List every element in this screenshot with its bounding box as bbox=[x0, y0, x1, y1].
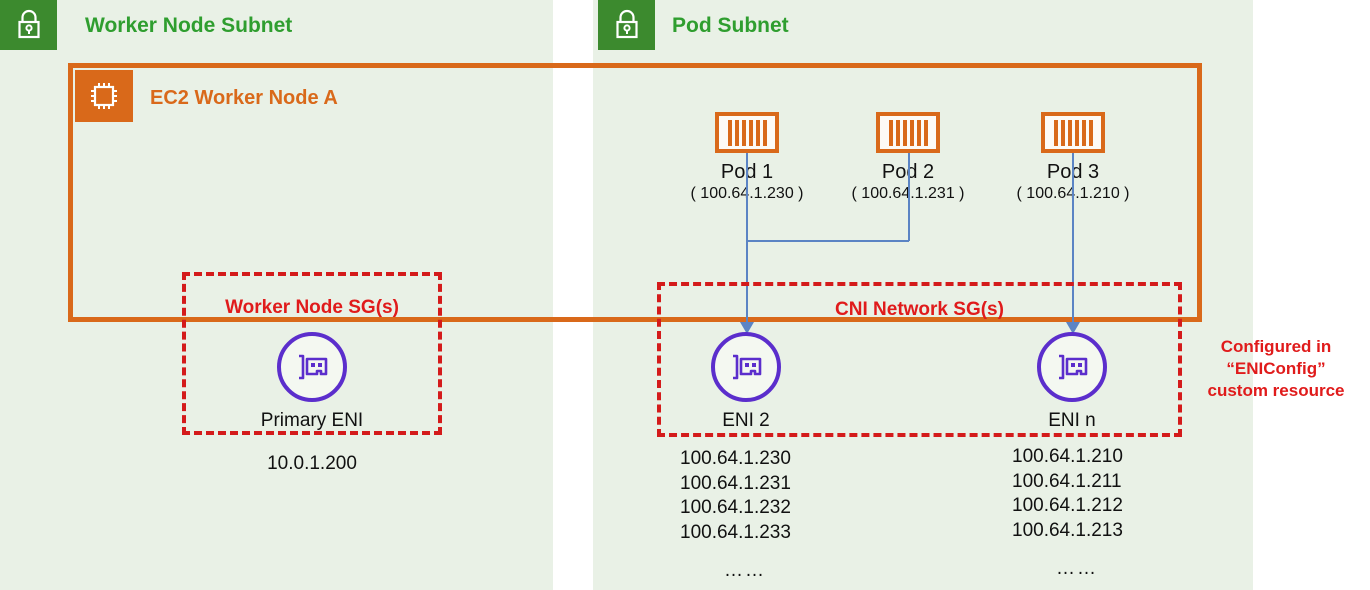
network-interface-icon bbox=[1037, 332, 1107, 402]
cni-network-security-group-boundary bbox=[657, 282, 1182, 437]
pod-bar bbox=[916, 119, 921, 146]
pod-bar bbox=[762, 119, 767, 146]
pod-bar bbox=[1074, 119, 1079, 146]
pod-bar bbox=[734, 119, 739, 146]
ip-address: 100.64.1.212 bbox=[1012, 495, 1123, 516]
pod-bar bbox=[902, 119, 907, 146]
pod-bar bbox=[1067, 119, 1072, 146]
ip-address: 10.0.1.200 bbox=[267, 453, 357, 474]
pod-container-icon bbox=[715, 112, 779, 153]
ec2-worker-node-boundary bbox=[68, 63, 1202, 322]
worker-node-security-group-boundary bbox=[182, 272, 442, 435]
cpu-chip-icon bbox=[75, 70, 133, 122]
network-interface-icon bbox=[277, 332, 347, 402]
ip-address: 100.64.1.231 bbox=[680, 472, 791, 494]
pod-bar bbox=[1053, 119, 1058, 146]
pod-bar bbox=[888, 119, 893, 146]
arrow-head-eni-2 bbox=[740, 322, 754, 334]
eni-n-name: ENI n bbox=[1048, 410, 1096, 431]
eniconfig-annotation-line-2: “ENIConfig” bbox=[1226, 359, 1326, 379]
pod-bar bbox=[727, 119, 732, 146]
pod-container-icon bbox=[1041, 112, 1105, 153]
pod-bar bbox=[755, 119, 760, 146]
primary-eni-name: Primary ENI bbox=[260, 410, 364, 431]
eni-2-address-ellipsis: …… bbox=[724, 560, 766, 581]
pod-subnet-title: Pod Subnet bbox=[672, 14, 789, 37]
pod-bar bbox=[748, 119, 753, 146]
eni-n-group: ENI n bbox=[992, 332, 1152, 431]
connector-pod-3-to-eni-n bbox=[1072, 153, 1074, 328]
pod-bar bbox=[895, 119, 900, 146]
pod-bar bbox=[923, 119, 928, 146]
cni-network-security-group-label: CNI Network SG(s) bbox=[835, 299, 1004, 320]
pod-container-icon bbox=[876, 112, 940, 153]
ec2-worker-node-title: EC2 Worker Node A bbox=[150, 87, 338, 109]
pod-subnet-lock-icon bbox=[598, 0, 655, 50]
worker-node-security-group-label: Worker Node SG(s) bbox=[225, 297, 399, 318]
ip-address: 100.64.1.232 bbox=[680, 497, 791, 518]
ip-address: 100.64.1.233 bbox=[680, 521, 791, 543]
eniconfig-annotation-line-1: Configured in bbox=[1220, 337, 1332, 356]
ip-address: 100.64.1.211 bbox=[1012, 470, 1122, 492]
pod-subnet-panel bbox=[593, 0, 1253, 590]
primary-eni-address-list: 10.0.1.200 bbox=[232, 452, 392, 477]
eni-n-address-ellipsis: …… bbox=[1056, 558, 1098, 579]
ip-address: 100.64.1.210 bbox=[1012, 446, 1123, 467]
connector-pod-2-vertical bbox=[908, 153, 910, 241]
pod-bar bbox=[1060, 119, 1065, 146]
network-interface-icon bbox=[711, 332, 781, 402]
pod-bar bbox=[909, 119, 914, 146]
pod-2-name: Pod 2 bbox=[881, 161, 935, 183]
ip-address: 100.64.1.213 bbox=[1012, 519, 1123, 541]
eniconfig-annotation: Configured in “ENIConfig” custom resourc… bbox=[1186, 336, 1366, 402]
pod-bar bbox=[741, 119, 746, 146]
ip-address: 100.64.1.230 bbox=[680, 448, 791, 469]
pod-bar bbox=[1081, 119, 1086, 146]
eni-n-address-list: 100.64.1.210 100.64.1.211 100.64.1.212 1… bbox=[1012, 445, 1123, 543]
pod-bar bbox=[1088, 119, 1093, 146]
worker-node-subnet-title: Worker Node Subnet bbox=[85, 14, 293, 37]
primary-eni-group: Primary ENI bbox=[232, 332, 392, 431]
arrow-head-eni-n bbox=[1066, 322, 1080, 334]
eniconfig-annotation-line-3: custom resource bbox=[1207, 381, 1345, 401]
worker-node-subnet-lock-icon bbox=[0, 0, 57, 50]
eni-2-address-list: 100.64.1.230 100.64.1.231 100.64.1.232 1… bbox=[680, 447, 791, 545]
eni-2-group: ENI 2 bbox=[666, 332, 826, 431]
eni-2-name: ENI 2 bbox=[722, 410, 770, 431]
connector-pod-2-horizontal bbox=[746, 240, 909, 242]
pod-3-group: Pod 3 ( 100.64.1.210 ) bbox=[993, 112, 1153, 203]
